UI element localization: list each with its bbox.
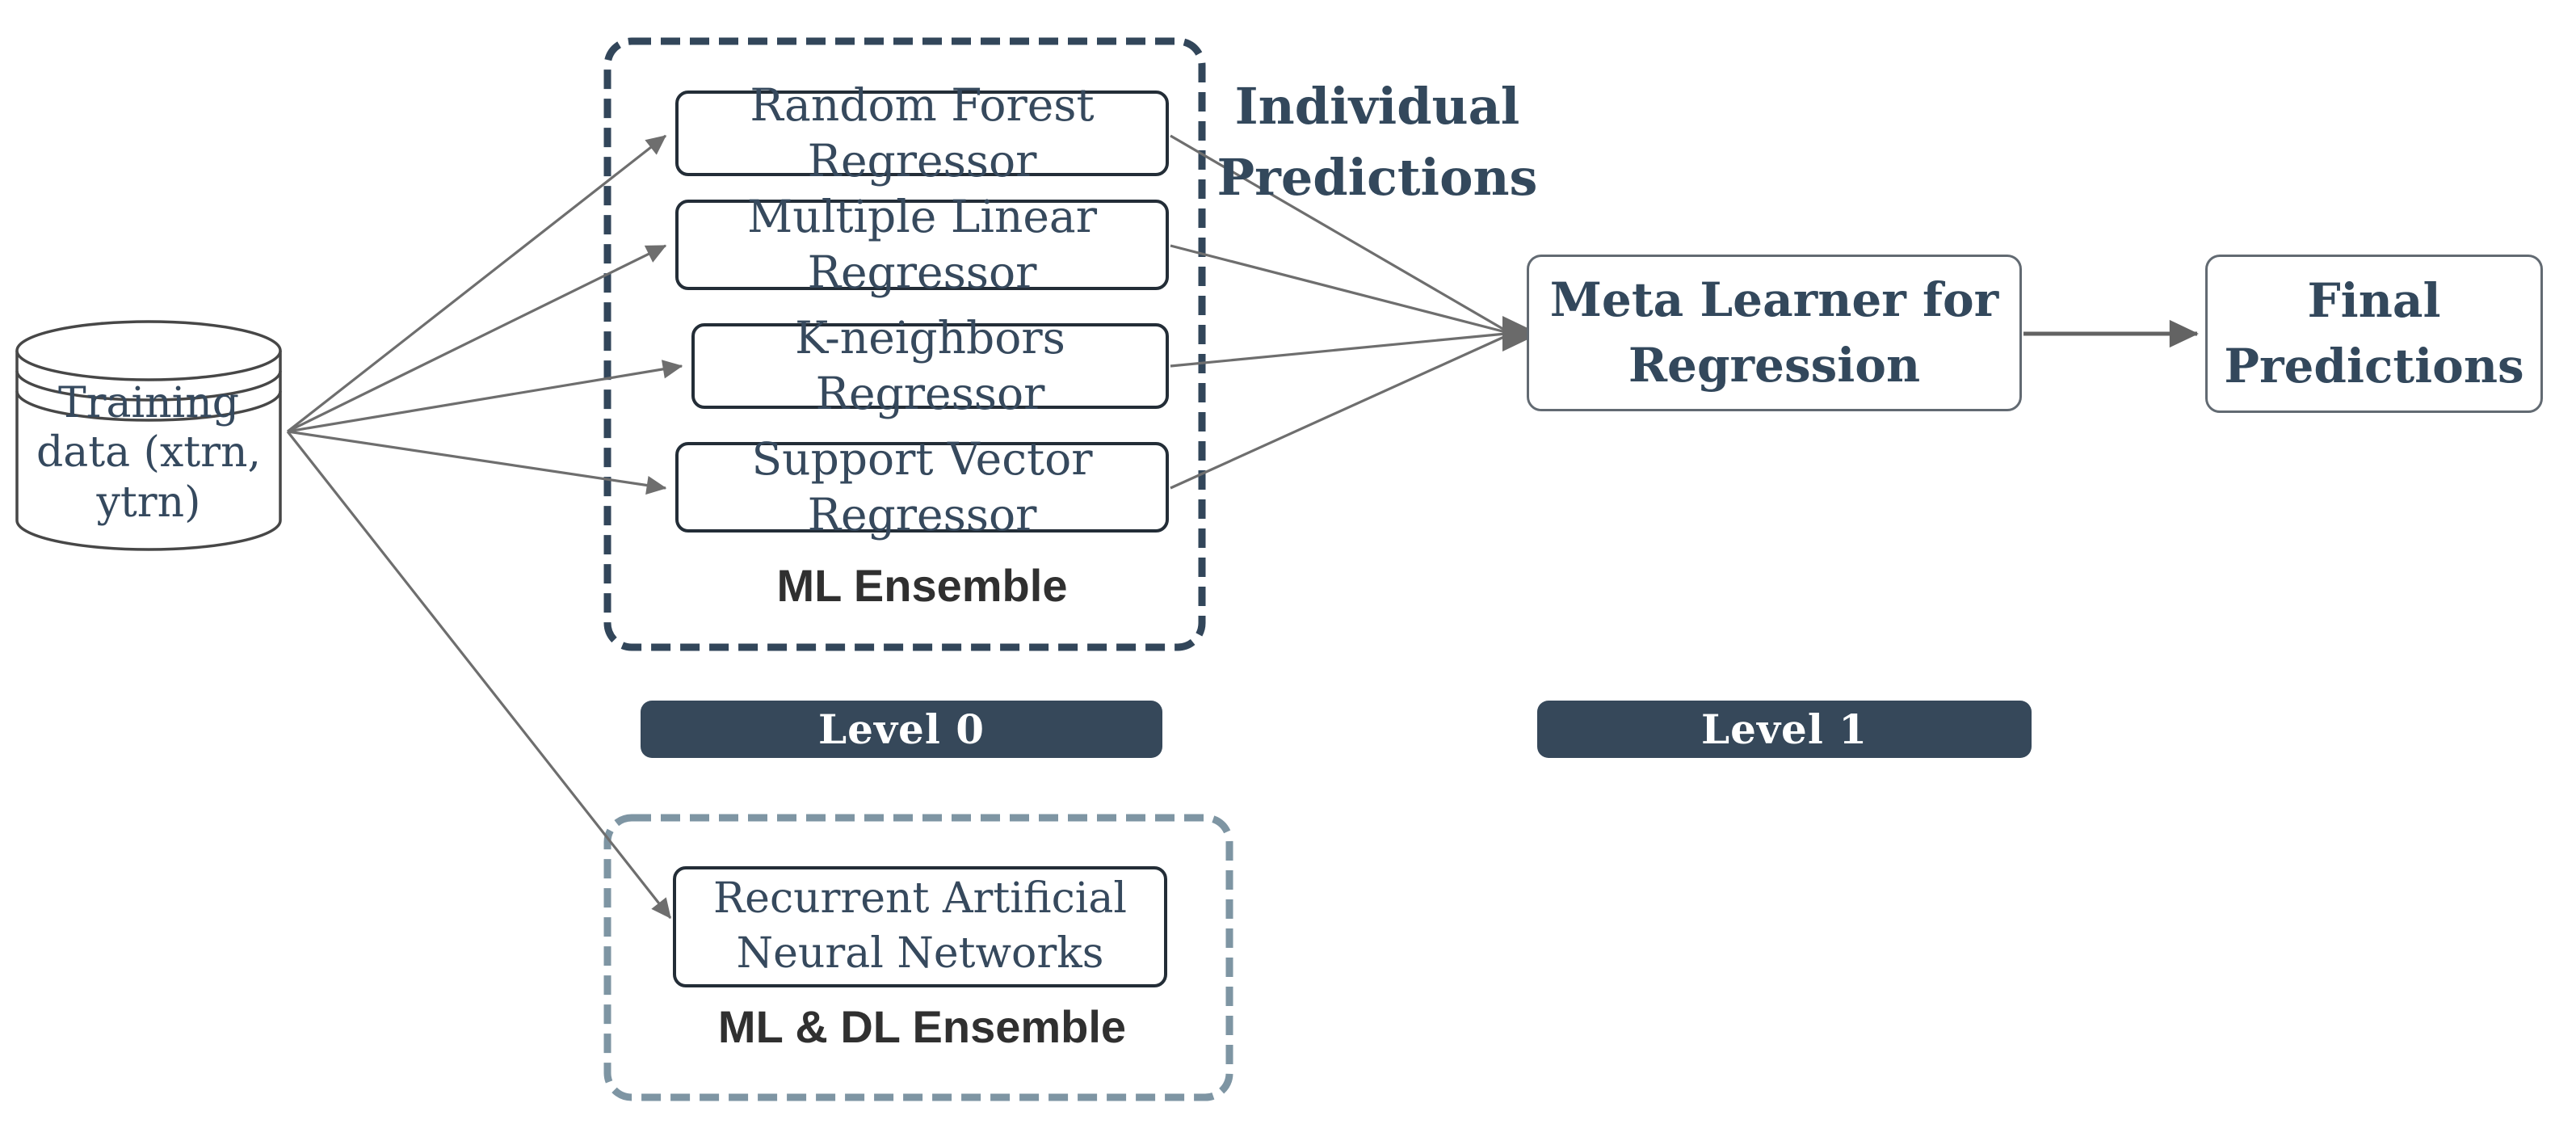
ml-dl-ensemble-caption-text: ML & DL Ensemble bbox=[717, 1000, 1127, 1052]
individual-predictions-line2: Predictions bbox=[1217, 148, 1538, 207]
model-label: Support Vector Regressor bbox=[751, 433, 1093, 541]
ml-ensemble-dashed-frame bbox=[603, 37, 1206, 651]
level-0-badge: Level 0 bbox=[641, 701, 1162, 758]
model-box-support-vector: Support Vector Regressor bbox=[675, 433, 1169, 541]
final-predictions-box: Final Predictions bbox=[2205, 255, 2543, 413]
converge-arrowhead bbox=[1502, 316, 1540, 352]
ml-ensemble-caption: ML Ensemble bbox=[675, 559, 1169, 611]
meta-learner-line1: Meta Learner for bbox=[1549, 272, 1999, 327]
model-box-k-neighbors: K-neighbors Regressor bbox=[691, 312, 1169, 419]
level-1-badge-text: Level 1 bbox=[1700, 705, 1868, 753]
rnn-line2: Neural Networks bbox=[736, 929, 1104, 978]
meta-learner-box: Meta Learner for Regression bbox=[1527, 255, 2022, 411]
individual-predictions-line1: Individual bbox=[1234, 76, 1520, 136]
ml-ensemble-caption-text: ML Ensemble bbox=[776, 559, 1068, 611]
model-box-multiple-linear: Multiple Linear Regressor bbox=[675, 191, 1169, 298]
individual-predictions-label: Individual Predictions bbox=[1204, 76, 1551, 207]
level-0-badge-text: Level 0 bbox=[817, 705, 985, 753]
training-data-label: Training data (xtrn, ytrn) bbox=[27, 379, 270, 527]
model-label: Multiple Linear Regressor bbox=[746, 191, 1098, 298]
ml-dl-ensemble-caption: ML & DL Ensemble bbox=[675, 1000, 1169, 1052]
level-1-badge: Level 1 bbox=[1537, 701, 2032, 758]
converging-arrows bbox=[1170, 134, 1507, 490]
final-predictions-line1: Final bbox=[2307, 272, 2441, 328]
model-label: Random Forest Regressor bbox=[750, 79, 1095, 187]
model-label: K-neighbors Regressor bbox=[795, 312, 1065, 419]
model-box-random-forest: Random Forest Regressor bbox=[675, 79, 1169, 187]
training-data-line1: Training data bbox=[36, 378, 240, 478]
final-predictions-line2: Predictions bbox=[2224, 339, 2524, 394]
training-data-line2: (xtrn, ytrn) bbox=[96, 428, 262, 527]
ml-dl-ensemble-dashed-frame bbox=[603, 814, 1233, 1101]
fanout-arrows bbox=[286, 134, 683, 920]
rnn-line1: Recurrent Artificial bbox=[713, 874, 1127, 924]
model-box-recurrent-ann: Recurrent Artificial Neural Networks bbox=[673, 866, 1167, 987]
meta-learner-line2: Regression bbox=[1628, 338, 1921, 393]
database-cylinder-icon bbox=[15, 320, 282, 551]
